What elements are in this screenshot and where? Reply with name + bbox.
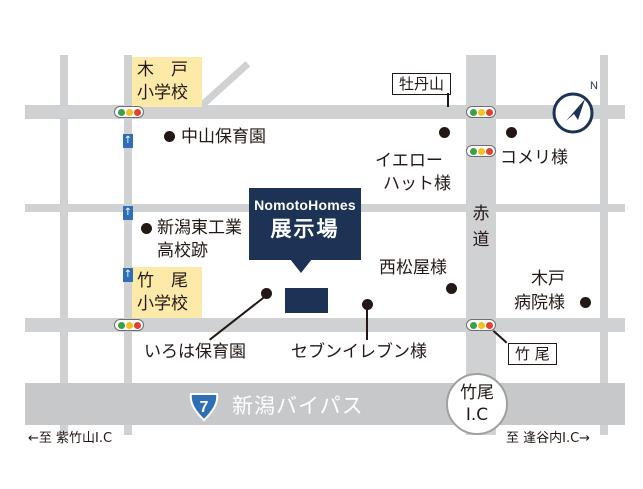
school-kido-line2: 小学校 xyxy=(137,83,188,103)
traffic-signal-icon xyxy=(466,145,496,157)
landmark-nishimatsuya: 西松屋様 xyxy=(379,258,447,278)
interchange-line1: 竹尾 xyxy=(460,383,494,403)
leader-line xyxy=(366,308,368,340)
interchange-marker: 竹尾 I.C xyxy=(446,373,508,435)
compass-north-icon: N xyxy=(552,80,598,134)
traffic-signal-icon xyxy=(114,106,144,118)
landmark-former-school-line1: 新潟東工業 xyxy=(157,218,242,238)
road-bypass xyxy=(25,383,625,425)
street-name-akamichi-1: 赤 xyxy=(471,203,491,225)
school-takeo-line2: 小学校 xyxy=(137,294,188,314)
showroom-callout: NomotoHomes 展示場 xyxy=(249,188,361,260)
intersection-leader-line xyxy=(447,93,449,107)
landmark-dot xyxy=(439,127,450,138)
leader-line xyxy=(209,292,270,341)
showroom-brand: NomotoHomes xyxy=(254,197,356,213)
one-way-arrow-icon: ↑ xyxy=(123,268,133,282)
school-kido-line1: 木 戸 xyxy=(137,60,188,80)
showroom-pointer xyxy=(290,259,312,273)
landmark-komeri: コメリ様 xyxy=(500,148,568,168)
bypass-name: 新潟バイパス xyxy=(232,394,364,418)
school-kido-background xyxy=(132,57,202,107)
landmark-iroha-nursery: いろは保育園 xyxy=(144,342,246,362)
landmark-dot xyxy=(164,131,175,142)
landmark-kido-hospital-line2: 病院様 xyxy=(514,293,565,313)
road-vertical-left-2 xyxy=(124,55,132,435)
road-diagonal xyxy=(198,61,251,110)
traffic-signal-icon xyxy=(466,319,496,331)
road-vertical-right xyxy=(600,55,608,435)
national-route-shield-icon: 7 xyxy=(189,393,219,422)
interchange-line2: I.C xyxy=(465,405,489,425)
traffic-signal-icon xyxy=(466,106,496,118)
landmark-yellow-hat-line1: イエロー xyxy=(375,151,443,171)
landmark-former-school-line2: 高校跡 xyxy=(157,241,208,261)
road-vertical-left-1 xyxy=(60,55,68,435)
intersection-label-takeo: 竹 尾 xyxy=(508,343,557,365)
showroom-building xyxy=(285,288,328,313)
landmark-dot xyxy=(141,223,152,234)
landmark-nakayama-nursery: 中山保育園 xyxy=(181,127,266,147)
landmark-dot xyxy=(580,297,591,308)
traffic-signal-icon xyxy=(114,319,144,331)
route-number: 7 xyxy=(200,399,209,416)
landmark-kido-hospital-line1: 木戸 xyxy=(531,269,565,289)
one-way-arrow-icon: ↑ xyxy=(123,206,133,220)
landmark-dot xyxy=(506,127,517,138)
showroom-name: 展示場 xyxy=(270,217,340,241)
landmark-dot xyxy=(446,283,457,294)
one-way-arrow-icon: ↑ xyxy=(123,134,133,148)
landmark-dot xyxy=(362,299,373,310)
direction-left: ←至 紫竹山I.C xyxy=(28,431,113,446)
street-name-akamichi-2: 道 xyxy=(471,229,491,251)
intersection-label-botanyama: 牡丹山 xyxy=(392,73,452,95)
landmark-seven-eleven: セブンイレブン様 xyxy=(291,342,427,362)
school-takeo-background xyxy=(132,267,202,318)
school-takeo-line1: 竹 尾 xyxy=(137,271,188,291)
compass-letter: N xyxy=(590,80,598,92)
landmark-yellow-hat-line2: ハット様 xyxy=(383,174,451,194)
direction-right: 至 逢谷内I.C→ xyxy=(506,431,591,446)
